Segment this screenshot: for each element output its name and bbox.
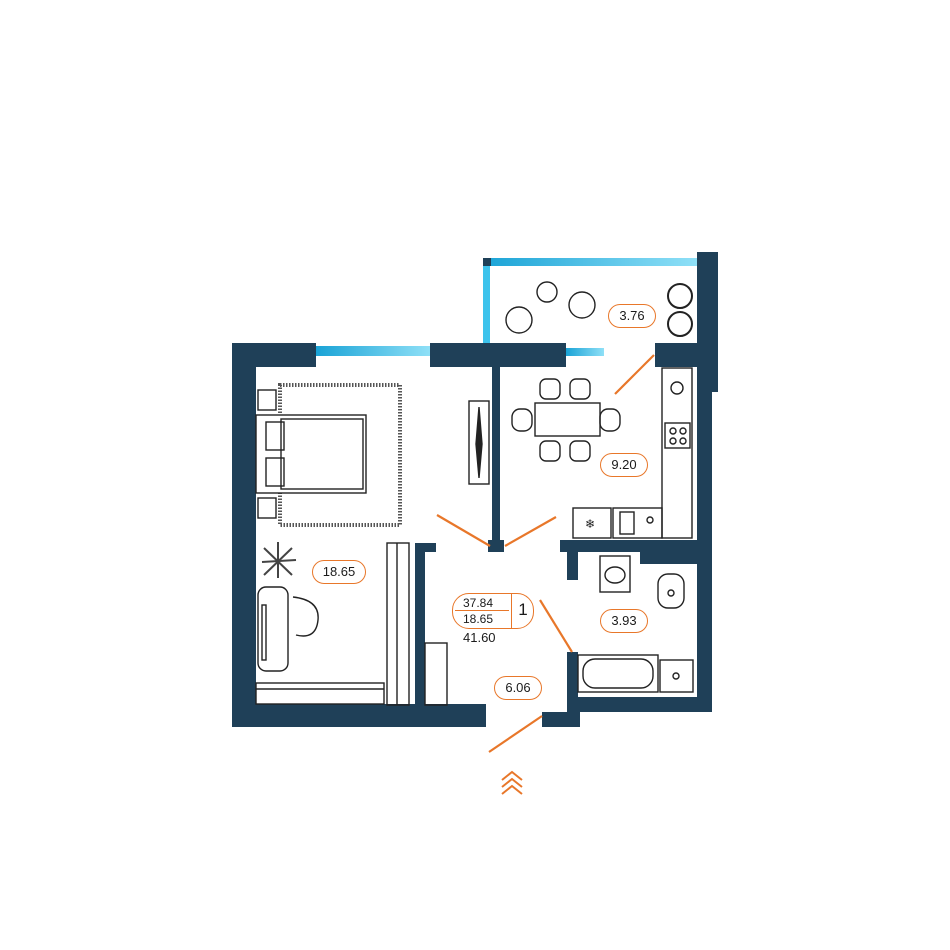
room-area: 18.65: [463, 612, 494, 626]
furniture: ❄: [255, 281, 694, 706]
kitchen-area-label: 9.20: [600, 453, 648, 477]
toilet: [657, 573, 685, 609]
washbasin: [599, 555, 631, 593]
kitchen-counter: [661, 367, 693, 539]
apartment-summary-badge: 37.84 18.65 1: [452, 593, 534, 629]
fridge: [572, 507, 612, 539]
balcony-area-label: 3.76: [608, 304, 656, 328]
walls: [232, 252, 718, 727]
washing-machine: [659, 659, 694, 693]
plant: [261, 542, 297, 578]
svg-text:❄: ❄: [585, 517, 595, 531]
living-area: 37.84: [463, 596, 494, 610]
sink: [612, 507, 663, 539]
total-area: 41.60: [463, 630, 496, 645]
hallway-area-label: 6.06: [494, 676, 542, 700]
windows: [316, 258, 697, 356]
dining-table: [534, 402, 601, 437]
door-swings: [436, 354, 655, 753]
wardrobe-mirror: [468, 400, 490, 485]
bedroom-area-label: 18.65: [312, 560, 366, 584]
rooms-count: 1: [518, 600, 528, 619]
bathroom-area-label: 3.93: [600, 609, 648, 633]
balcony-table: [536, 281, 558, 303]
bed: [255, 414, 367, 494]
bathtub: [577, 654, 659, 693]
chair: [292, 596, 319, 637]
entrance-chevrons-icon: [501, 770, 523, 795]
desk: [257, 586, 289, 672]
